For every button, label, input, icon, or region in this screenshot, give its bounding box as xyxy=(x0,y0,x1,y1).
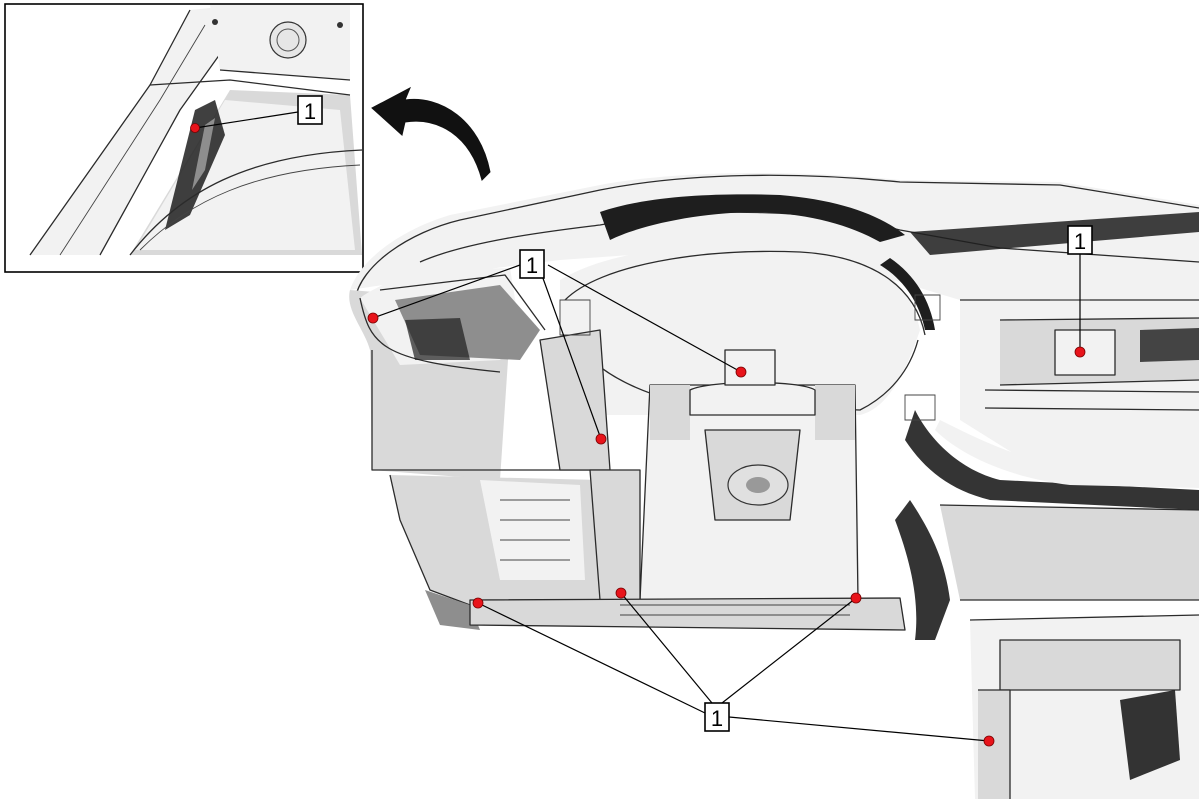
callout-lower: 1 xyxy=(477,592,990,742)
dashboard-assembly xyxy=(349,173,1199,799)
lower-center-left-fastener-marker xyxy=(615,587,627,599)
callout-center-stack: 1 xyxy=(1067,225,1093,352)
lower-left-fastener-marker xyxy=(472,597,484,609)
center-stack-fastener-marker xyxy=(1074,346,1086,358)
callout-label-center-stack: 1 xyxy=(1074,229,1086,254)
inset-callout-label: 1 xyxy=(304,99,316,124)
lower-center-right-fastener-marker xyxy=(850,592,862,604)
inset-detail-view: 1 xyxy=(4,3,364,273)
callout-upper-left: 1 xyxy=(372,249,742,440)
inset-callout: 1 xyxy=(190,95,323,133)
callout-label-upper-left: 1 xyxy=(526,253,538,278)
upper-center-fastener-marker xyxy=(735,366,747,378)
lower-right-fastener-marker xyxy=(983,735,995,747)
left-vent-fastener-marker xyxy=(367,312,379,324)
inset-fastener-marker xyxy=(190,123,200,133)
callout-label-lower: 1 xyxy=(711,706,723,731)
view-arrow-icon xyxy=(371,86,491,181)
fastener-markers xyxy=(367,312,1086,747)
left-pillar-fastener-marker xyxy=(595,433,607,445)
